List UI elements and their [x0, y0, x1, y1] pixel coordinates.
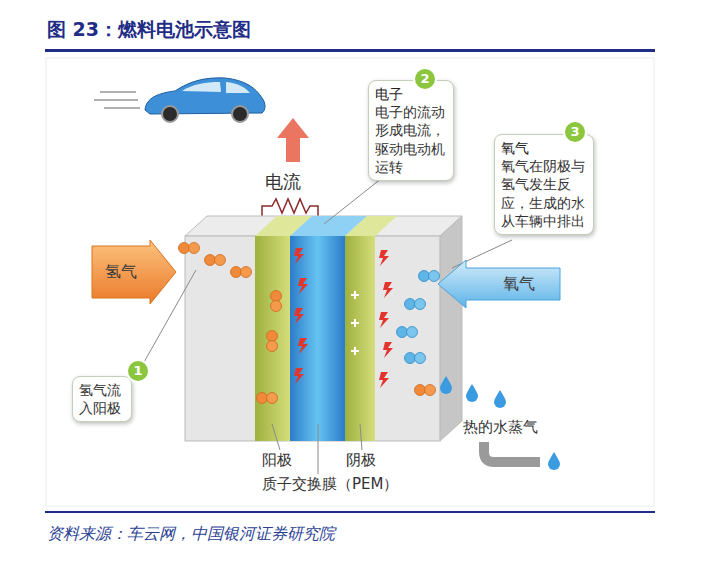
leader-line: [360, 424, 362, 450]
electron-bolt: [383, 342, 393, 358]
hydrogen-molecule: [415, 385, 436, 396]
electron-bolt: [379, 372, 389, 388]
part-label: 热的水蒸气: [463, 418, 538, 437]
proton-marks: [351, 291, 359, 355]
cathode-layer: [345, 236, 375, 441]
cathode-top: [345, 216, 397, 236]
callout-number: 1: [128, 361, 148, 381]
cell-side: [440, 216, 462, 441]
electron-bolt: [379, 312, 389, 328]
car-wheel: [232, 106, 248, 122]
leader-line: [324, 178, 382, 224]
anode-layer: [255, 236, 290, 441]
hydrogen-molecule: [179, 243, 200, 254]
callout-box: 氧气氧气在阴极与氢气发生反应，生成的水从车辆中排出: [494, 134, 594, 235]
speed-line: [94, 99, 138, 101]
flow-plate: [186, 237, 255, 440]
speed-line: [100, 91, 136, 93]
cell-front: [185, 236, 440, 441]
hydrogen-molecule: [267, 331, 278, 352]
part-label: 阳极: [262, 451, 292, 470]
callout-body: 氧气在阴极与氢气发生反应，生成的水从车辆中排出: [501, 157, 587, 230]
oxygen-molecule: [419, 271, 440, 282]
callout-box: 电子电子的流动形成电流，驱动电动机运转: [368, 80, 454, 181]
part-label: 质子交换膜（PEM）: [262, 475, 398, 494]
oxygen-molecule: [405, 353, 426, 364]
oxygen-molecule: [405, 299, 426, 310]
hydrogen-molecule: [205, 255, 226, 266]
fuel-cell: [185, 216, 462, 441]
figure-title: 图 23：燃料电池示意图: [47, 17, 251, 43]
car-wheel: [162, 106, 178, 122]
callout-number: 2: [415, 69, 435, 89]
block-arrow-shape: [438, 260, 560, 308]
title-rule: [45, 49, 655, 52]
hydrogen-molecule: [231, 267, 252, 278]
proton-mark: [351, 291, 359, 299]
pem-layer: [290, 236, 345, 441]
block-arrow: [92, 240, 176, 304]
caption-rule: [45, 511, 655, 513]
water-drop: [548, 452, 560, 470]
water-drop: [466, 384, 478, 402]
block-arrow: [438, 260, 560, 308]
gas-inlet-arrow: 氧气: [438, 260, 560, 308]
water-drop: [494, 390, 506, 408]
source-caption: 资料来源：车云网，中国银河证券研究院: [47, 524, 335, 545]
electron-bolt: [298, 338, 308, 354]
water-drop: [440, 376, 452, 394]
gas-inlet-arrow: 氢气: [92, 240, 176, 304]
speed-line: [104, 107, 140, 109]
electron-bolt: [298, 278, 308, 294]
hydrogen-molecules: [179, 243, 436, 404]
leader-lines: [143, 178, 512, 474]
exhaust-pipe: [484, 442, 540, 462]
leader-line: [272, 424, 280, 450]
electron-bolt: [294, 308, 304, 324]
electron-bolt: [379, 250, 389, 266]
callout-body: 电子的流动形成电流，驱动电动机运转: [375, 103, 447, 176]
electron-bolt: [294, 248, 304, 264]
flow-plate: [375, 237, 439, 440]
figure-frame: [46, 58, 654, 506]
oxygen-molecule: [397, 327, 418, 338]
car-window: [226, 82, 250, 93]
callout-heading: 电子: [375, 85, 447, 103]
callout-number: 3: [565, 122, 585, 142]
leader-line: [318, 424, 319, 474]
car-icon: [94, 78, 265, 122]
node-label: 氧气: [478, 260, 560, 308]
callout-box: 氢气流入阳极: [72, 376, 132, 422]
power-arrow: [277, 118, 309, 162]
cell-top: [185, 216, 462, 236]
current-label: 电流: [265, 171, 301, 194]
part-label: 阴极: [346, 451, 376, 470]
node-label: 氢气: [92, 240, 150, 304]
car-window: [182, 82, 221, 92]
node-label: 氢气流入阳极: [79, 381, 125, 417]
hydrogen-molecule: [257, 393, 278, 404]
electron-bolt: [383, 282, 393, 298]
proton-mark: [351, 319, 359, 327]
water-exhaust: [440, 376, 560, 470]
proton-mark: [351, 347, 359, 355]
hydrogen-molecule: [271, 291, 282, 312]
electron-bolt: [294, 368, 304, 384]
